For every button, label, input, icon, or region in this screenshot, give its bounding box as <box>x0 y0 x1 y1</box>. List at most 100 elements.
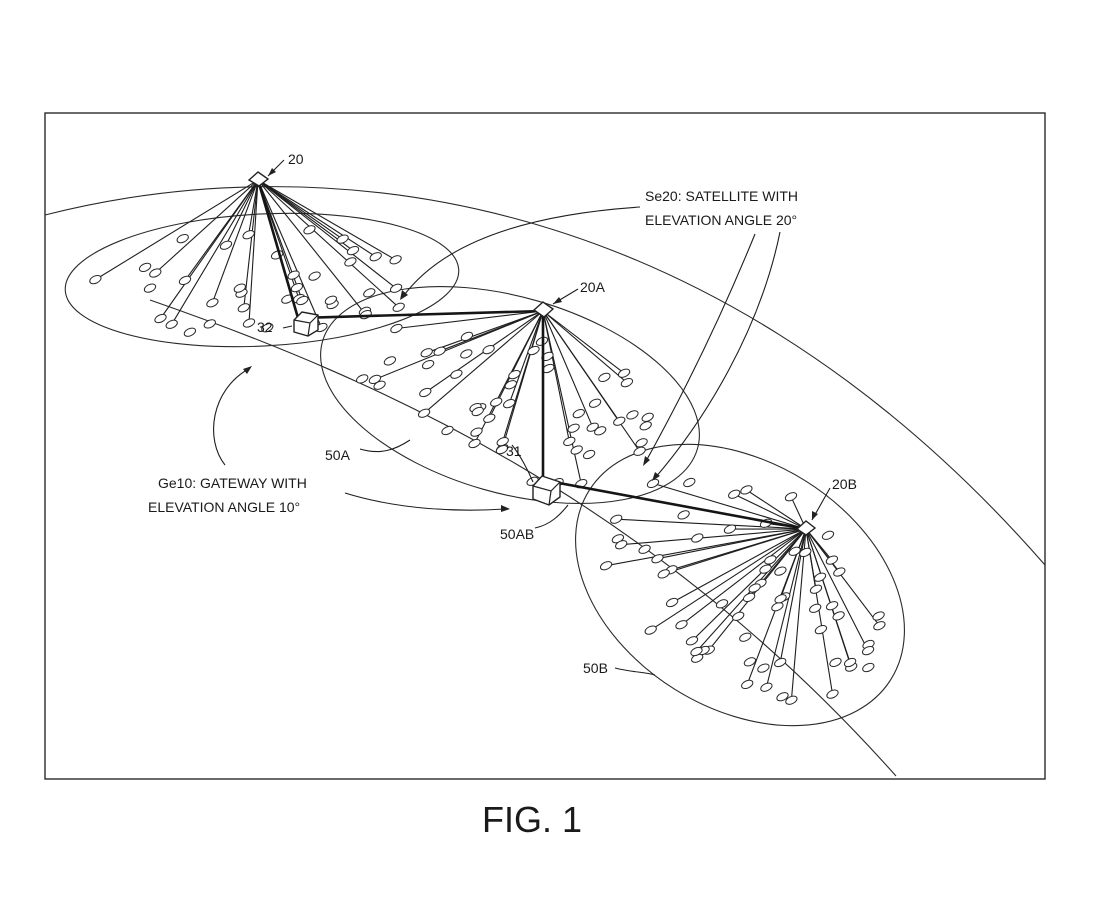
beam-cell <box>771 602 784 612</box>
label-gateway-31: 31 <box>506 443 522 459</box>
beam-line <box>542 310 628 384</box>
beam-line <box>542 310 641 452</box>
beam-cell <box>178 275 192 286</box>
label-satellite-20b: 20B <box>832 476 857 492</box>
beam-line <box>652 482 807 530</box>
beam-cell <box>633 446 646 456</box>
beam-cell <box>809 584 823 594</box>
label-se20-line2: ELEVATION ANGLE 20° <box>645 212 797 228</box>
beam-cell <box>503 398 516 409</box>
beam-line <box>423 310 544 414</box>
beam-line <box>542 310 594 428</box>
beam-cell <box>203 319 216 329</box>
beam-cell <box>572 408 585 419</box>
beam-cell <box>644 625 657 635</box>
label-satellite-20a: 20A <box>580 279 606 295</box>
gateway-31-icon <box>532 475 561 506</box>
beam-cell <box>490 397 503 407</box>
satellite-20-icon <box>247 171 270 187</box>
figure-frame <box>44 112 1046 780</box>
beam-line <box>733 493 807 530</box>
beam-cell <box>599 561 613 571</box>
beam-line <box>765 528 807 688</box>
beam-cell <box>784 492 798 502</box>
beam-cell <box>390 323 403 334</box>
beam-line <box>171 179 259 325</box>
beam-line <box>805 528 833 561</box>
beam-cell <box>495 444 509 455</box>
beam-cell <box>363 288 376 298</box>
beam-cell <box>743 657 757 667</box>
figure-caption: FIG. 1 <box>482 799 582 840</box>
beam-cell <box>450 369 463 379</box>
beam-cell <box>356 374 369 384</box>
beam-line <box>211 179 259 303</box>
beam-cell <box>872 611 885 621</box>
beam-cell <box>741 679 754 690</box>
beam-cell <box>420 348 433 358</box>
beam-line <box>681 528 807 626</box>
beam-cell <box>468 438 481 449</box>
beam-cell <box>138 262 152 273</box>
beam-line <box>691 528 807 642</box>
beam-cell <box>813 572 827 582</box>
beam-cell <box>482 344 495 355</box>
label-ge10-line1: Ge10: GATEWAY WITH <box>158 475 307 491</box>
beam-cell <box>242 230 255 240</box>
beam-cell <box>829 657 842 668</box>
beam-cell <box>233 283 246 293</box>
gateway-32-icon <box>293 311 319 337</box>
beam-cell <box>639 421 652 431</box>
beam-cell <box>809 603 822 613</box>
beam-line <box>257 179 397 289</box>
beam-cell <box>677 510 690 520</box>
beam-cell <box>732 611 745 621</box>
beam-cell <box>613 416 626 426</box>
beam-cell <box>715 599 729 609</box>
beam-cell <box>165 319 178 329</box>
beam-cell <box>287 270 300 280</box>
beam-line <box>805 528 869 651</box>
beam-cell <box>308 271 321 281</box>
beam-cell <box>617 368 631 378</box>
beam-cell <box>496 436 509 447</box>
beam-cell <box>567 423 580 433</box>
beam-cell <box>620 377 634 388</box>
label-se20-line1: Se20: SATELLITE WITH <box>645 188 798 204</box>
beam-cell <box>303 225 316 235</box>
beam-cell <box>460 349 473 359</box>
beam-cell <box>862 662 875 673</box>
beam-line <box>154 179 259 274</box>
beam-line <box>657 528 807 560</box>
label-coverage-50ab: 50AB <box>500 526 534 542</box>
beam-cell <box>739 632 752 642</box>
beam-cell <box>336 234 349 244</box>
coverage-area-20 <box>64 212 460 348</box>
beam-cell <box>392 302 405 312</box>
beam-cell <box>742 592 756 603</box>
beam-cell <box>873 621 886 631</box>
label-coverage-50a: 50A <box>325 447 351 463</box>
beam-cell <box>843 657 857 668</box>
beam-cell <box>433 346 446 356</box>
beam-line <box>184 179 259 281</box>
satellite-20a-icon <box>532 301 555 318</box>
beam-line <box>805 528 851 663</box>
beam-line <box>616 518 807 530</box>
beam-line <box>257 179 367 315</box>
beam-cell <box>598 372 611 383</box>
coverage-area-50a <box>320 285 700 505</box>
beam-cell <box>690 646 703 657</box>
beam-line <box>426 310 544 354</box>
beam-cell <box>346 245 360 256</box>
beam-line <box>95 179 259 281</box>
beam-cell <box>508 369 521 380</box>
beam-cell <box>369 252 382 262</box>
beam-line <box>805 528 880 627</box>
beam-cell <box>723 524 737 534</box>
beam-line <box>257 179 396 261</box>
beam-cell <box>691 533 704 543</box>
beam-line <box>248 179 259 324</box>
beam-cell <box>383 356 397 366</box>
beam-cell <box>527 345 540 356</box>
